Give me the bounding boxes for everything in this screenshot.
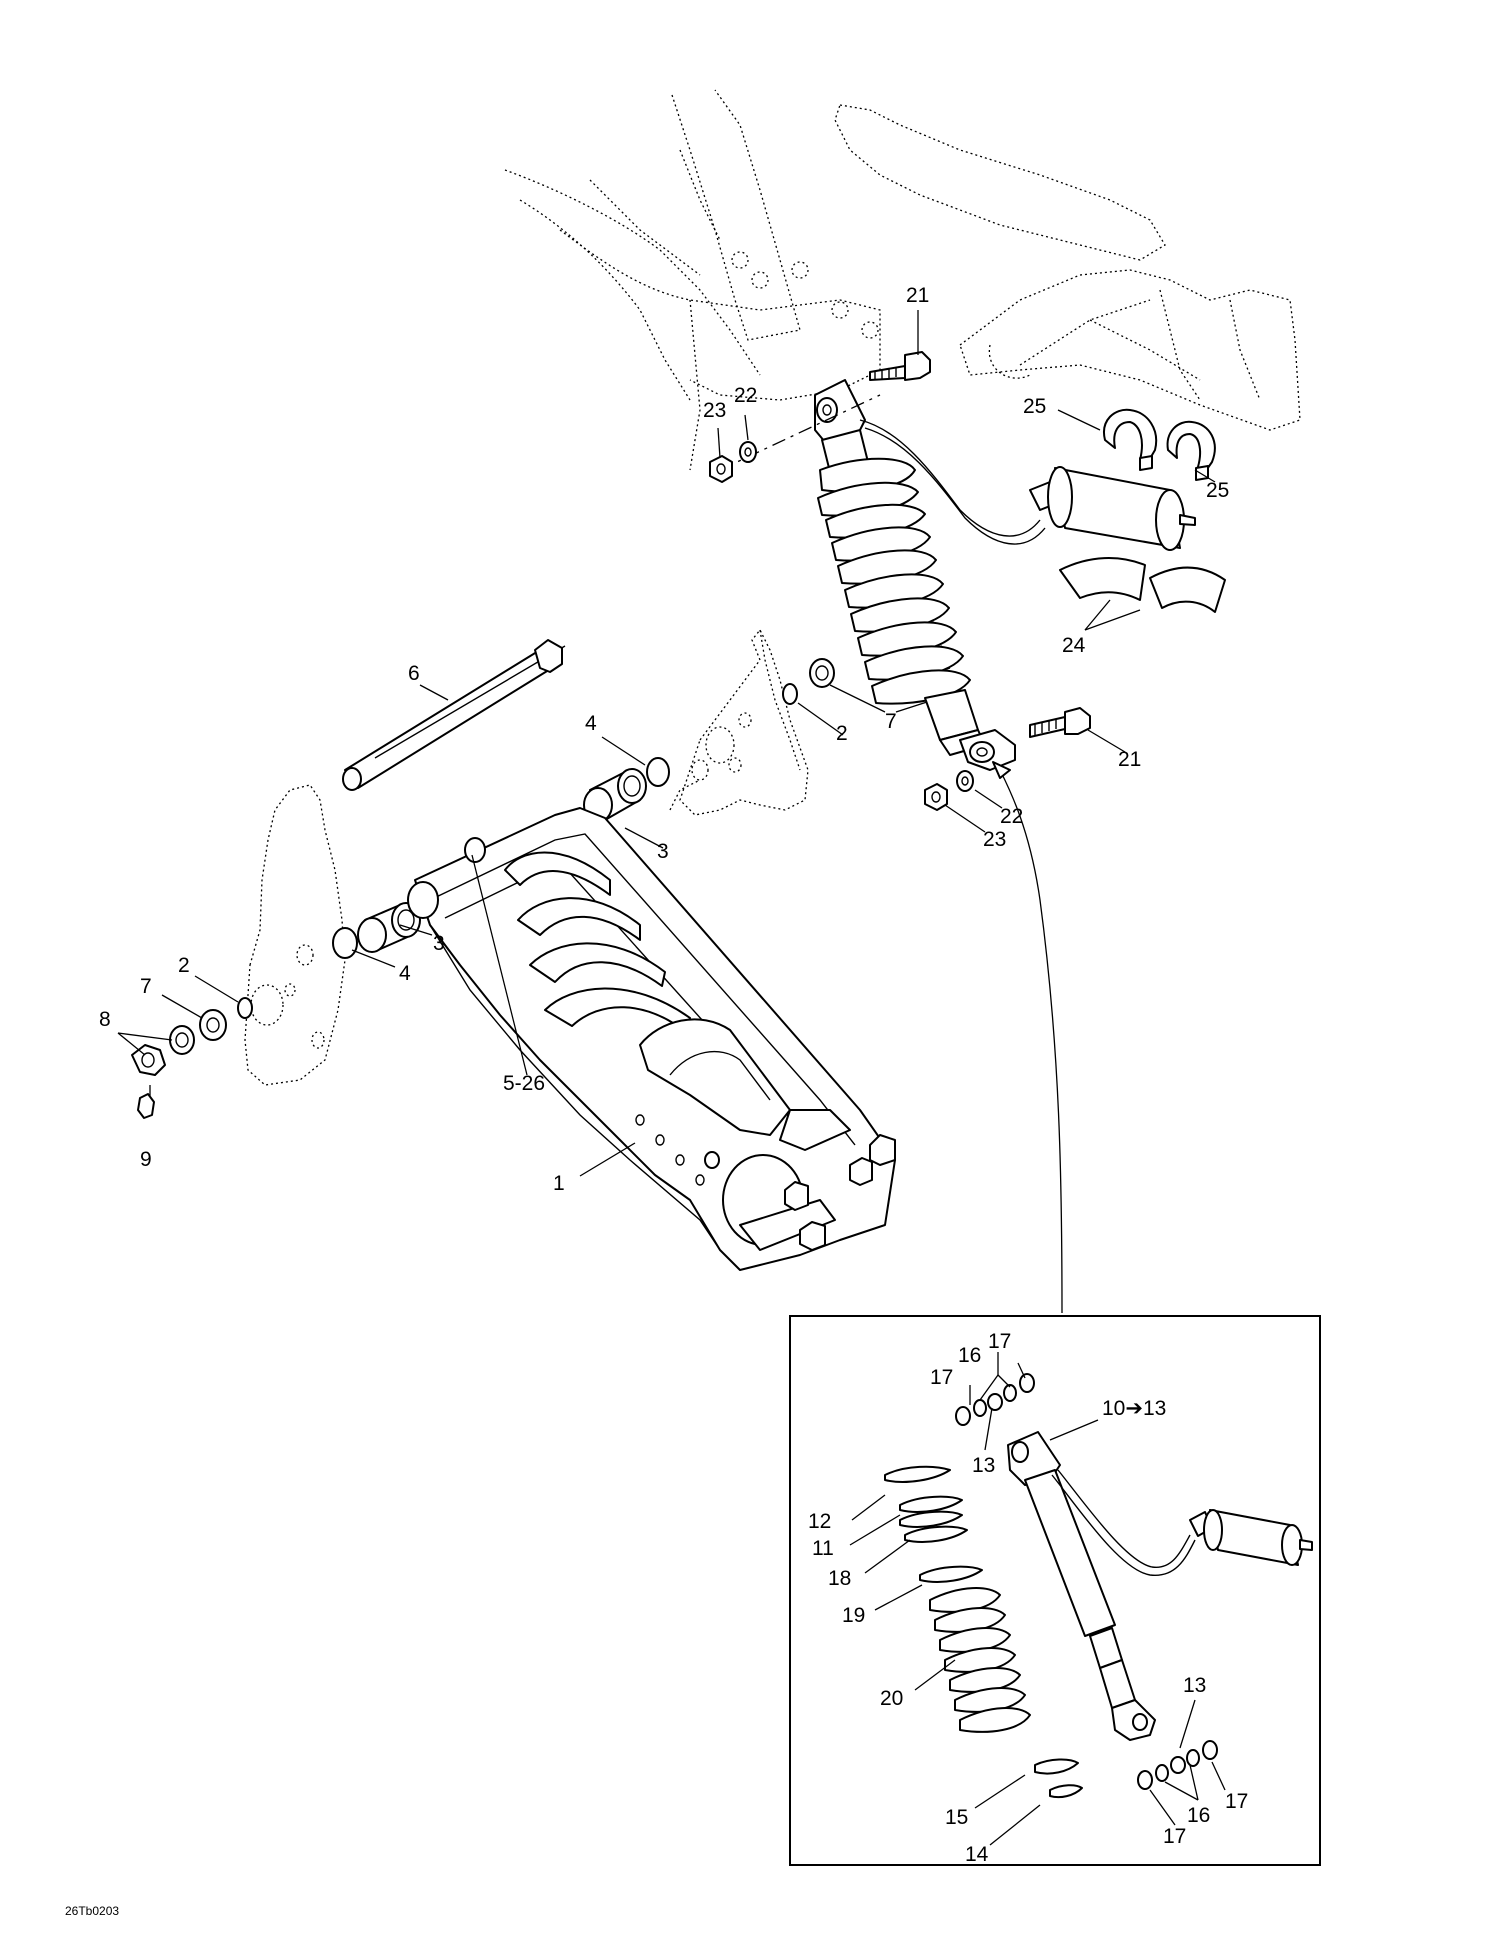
shock-lower-bolt [1029,707,1091,738]
shock-upper-bolt [869,351,931,381]
swing-arm [407,807,896,1271]
left-mount-bracket [244,784,346,1086]
callout-16-top: 16 [958,1344,981,1367]
callout-17-left: 17 [930,1366,953,1389]
leader-lines [117,310,1226,1846]
callout-24: 24 [1062,634,1086,657]
shock-reservoir [1029,466,1196,551]
callout-21-lower: 21 [1118,748,1141,771]
callout-23-lower: 23 [983,828,1006,851]
callout-6: 6 [408,662,420,685]
callout-4-left: 4 [399,962,411,985]
callout-23-upper: 23 [703,399,726,422]
inset-shock-parts [884,1373,1313,1799]
callout-3-right: 3 [657,840,669,863]
callout-2-left: 2 [178,954,190,977]
rear-shock-absorber [814,379,1196,771]
callout-8: 8 [99,1008,111,1031]
reservoir-rubber-pads [1059,557,1226,613]
o-ring-right [782,683,798,705]
callout-labels: 21 22 23 25 25 24 6 7 2 4 3 21 22 23 2 7… [65,284,1248,1918]
washer-upper [739,441,757,463]
callout-17-bottom-left: 17 [1163,1825,1186,1848]
right-mount-bracket [669,628,809,816]
shock-detail-inset [789,1315,1321,1866]
chassis-frame-outline [504,89,1301,471]
drawing-reference-code: 26Tb0203 [65,1904,119,1918]
callout-17-top: 17 [988,1330,1011,1353]
detail-arrow [999,769,1063,1314]
callout-19: 19 [842,1604,865,1627]
o-ring-4-right [646,757,670,787]
nut-upper [709,455,733,483]
callout-1: 1 [553,1172,565,1195]
callout-14: 14 [965,1843,989,1866]
reservoir-clamps [1103,408,1216,481]
callout-4-right: 4 [585,712,597,735]
o-ring-4-left [332,927,358,959]
nut-lower [924,783,948,811]
callout-22-lower: 22 [1000,805,1023,828]
callout-10-to-13: 10➔13 [1102,1397,1166,1420]
callout-5-26: 5-26 [503,1072,545,1095]
callout-2-right: 2 [836,722,848,745]
callout-22-upper: 22 [734,384,757,407]
callout-20: 20 [880,1687,903,1710]
swing-arm-axle [342,639,566,791]
callout-15: 15 [945,1806,968,1829]
washer-lower [956,770,974,792]
spacer-8 [169,1025,195,1055]
callout-18: 18 [828,1567,851,1590]
callout-17-bottom-right: 17 [1225,1790,1248,1813]
thrust-washer-left [199,1009,227,1041]
thrust-washer-right [809,658,835,688]
shock-spring [817,457,971,713]
callout-25-upper: 25 [1023,395,1046,418]
o-ring-left [237,997,253,1019]
callout-13-top: 13 [972,1454,995,1477]
callout-13-bottom: 13 [1183,1674,1206,1697]
callout-25-right: 25 [1206,479,1229,502]
nut-8 [131,1044,166,1076]
callout-11: 11 [812,1537,834,1560]
callout-7-left: 7 [140,975,152,998]
callout-3-left: 3 [433,932,445,955]
callout-9: 9 [140,1148,152,1171]
callout-16-bottom: 16 [1187,1804,1210,1827]
callout-7-right: 7 [885,710,897,733]
callout-21-upper: 21 [906,284,929,307]
grease-fitting [137,1093,155,1119]
callout-12: 12 [808,1510,831,1533]
